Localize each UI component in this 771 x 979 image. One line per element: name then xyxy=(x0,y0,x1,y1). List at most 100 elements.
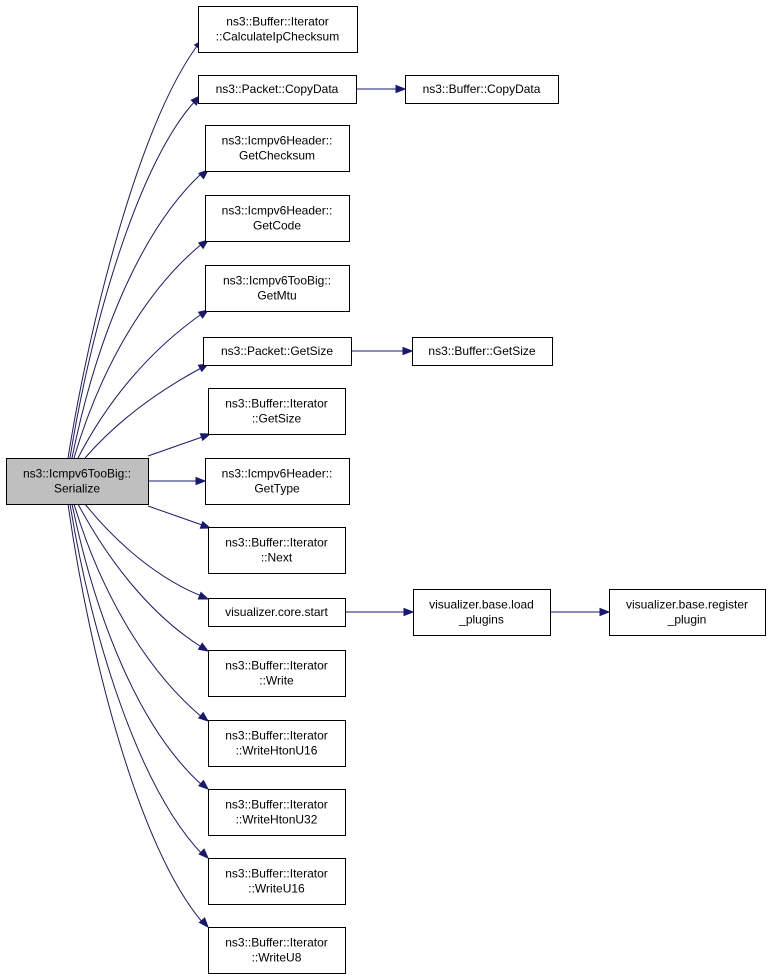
node-box[interactable] xyxy=(208,720,346,767)
edge-line xyxy=(67,41,201,459)
node-label: ns3::Icmpv6Header:: xyxy=(222,134,333,148)
node-buffer-copydata[interactable]: ns3::Buffer::CopyData xyxy=(405,75,559,104)
arrowhead xyxy=(198,917,209,929)
node-box[interactable] xyxy=(412,337,553,366)
edge-line xyxy=(69,99,197,459)
edge-root-to-get_checksum xyxy=(71,169,210,459)
node-box[interactable] xyxy=(205,195,350,242)
node-label: ns3::Icmpv6Header:: xyxy=(222,204,333,218)
node-box[interactable] xyxy=(205,125,350,172)
edge-line xyxy=(77,312,204,459)
node-get-checksum[interactable]: ns3::Icmpv6Header::GetChecksum xyxy=(205,125,350,172)
edge-root-to-packet_copydata xyxy=(69,94,201,459)
node-viz-core-start[interactable]: visualizer.core.start xyxy=(208,598,346,627)
edge-line xyxy=(73,242,204,459)
node-packet-getsize[interactable]: ns3::Packet::GetSize xyxy=(203,337,352,366)
node-label: Serialize xyxy=(54,482,100,496)
edge-packet_copydata-to-buffer_copydata xyxy=(356,84,407,94)
node-box[interactable] xyxy=(208,527,346,574)
edge-root-to-get_code xyxy=(73,239,210,459)
node-label: GetCode xyxy=(253,219,301,233)
node-viz-load-plugins[interactable]: visualizer.base.load_plugins xyxy=(413,589,551,636)
node-box[interactable] xyxy=(208,650,346,697)
node-root[interactable]: ns3::Icmpv6TooBig::Serialize xyxy=(6,458,149,505)
node-packet-copydata[interactable]: ns3::Packet::CopyData xyxy=(198,75,357,104)
node-label: ns3::Buffer::Iterator xyxy=(225,798,328,812)
edge-root-to-write_htonu32 xyxy=(71,503,210,790)
node-iterator-getsize[interactable]: ns3::Buffer::Iterator::GetSize xyxy=(208,388,346,435)
node-write-htonu16[interactable]: ns3::Buffer::Iterator::WriteHtonU16 xyxy=(208,720,346,767)
node-label: ns3::Packet::GetSize xyxy=(221,344,333,358)
edge-line xyxy=(71,503,204,787)
node-label: visualizer.base.register xyxy=(626,598,748,612)
edge-root-to-viz_core_start xyxy=(84,503,210,600)
node-box[interactable] xyxy=(413,589,551,636)
edge-root-to-iterator_getsize xyxy=(147,433,212,457)
node-label: ::Write xyxy=(259,674,294,688)
node-label: ns3::Packet::CopyData xyxy=(216,82,339,96)
arrowhead xyxy=(197,591,210,600)
edge-root-to-iterator_next xyxy=(147,505,212,529)
edge-line xyxy=(147,435,206,457)
node-box[interactable] xyxy=(609,589,766,636)
edge-root-to-get_type xyxy=(148,476,207,486)
node-write-htonu32[interactable]: ns3::Buffer::Iterator::WriteHtonU32 xyxy=(208,789,346,836)
node-label: ::WriteU16 xyxy=(248,882,305,896)
arrowhead xyxy=(197,239,210,250)
node-label: ::WriteHtonU32 xyxy=(236,813,318,827)
node-label: _plugins xyxy=(458,613,504,627)
node-label: visualizer.base.load xyxy=(429,598,534,612)
edge-packet_getsize-to-buffer_getsize xyxy=(351,346,414,356)
node-label: ns3::Buffer::Iterator xyxy=(225,936,328,950)
arrowhead xyxy=(402,346,414,356)
arrowhead xyxy=(198,848,209,859)
node-box[interactable] xyxy=(208,388,346,435)
node-get-code[interactable]: ns3::Icmpv6Header::GetCode xyxy=(205,195,350,242)
node-box[interactable] xyxy=(208,789,346,836)
node-get-mtu[interactable]: ns3::Icmpv6TooBig::GetMtu xyxy=(205,265,350,312)
node-calc-ip-checksum[interactable]: ns3::Buffer::Iterator::CalculateIpChecks… xyxy=(198,6,358,53)
node-label: ns3::Icmpv6Header:: xyxy=(222,467,333,481)
edge-root-to-write_u8 xyxy=(67,503,209,929)
node-box[interactable] xyxy=(198,6,358,53)
arrowhead xyxy=(195,476,207,486)
node-get-type[interactable]: ns3::Icmpv6Header::GetType xyxy=(205,458,350,505)
arrowhead xyxy=(198,779,210,790)
node-box[interactable] xyxy=(205,265,350,312)
node-box[interactable] xyxy=(6,458,149,505)
node-box[interactable] xyxy=(405,75,559,104)
node-label: ns3::Buffer::Iterator xyxy=(225,729,328,743)
node-viz-register-plugin[interactable]: visualizer.base.register_plugin xyxy=(609,589,766,636)
edge-line xyxy=(147,505,206,527)
node-label: ns3::Buffer::Iterator xyxy=(225,659,328,673)
node-box[interactable] xyxy=(208,598,346,627)
arrowhead xyxy=(395,84,407,94)
node-box[interactable] xyxy=(205,458,350,505)
node-label: ::GetSize xyxy=(252,412,302,426)
node-label: GetType xyxy=(254,482,300,496)
node-write-u8[interactable]: ns3::Buffer::Iterator::WriteU8 xyxy=(208,927,346,974)
node-buffer-getsize[interactable]: ns3::Buffer::GetSize xyxy=(412,337,553,366)
node-iterator-next[interactable]: ns3::Buffer::Iterator::Next xyxy=(208,527,346,574)
node-label: ns3::Buffer::Iterator xyxy=(225,397,328,411)
node-box[interactable] xyxy=(208,927,346,974)
nodes-layer: ns3::Icmpv6TooBig::Serializens3::Buffer:… xyxy=(6,6,766,974)
node-label: ns3::Icmpv6TooBig:: xyxy=(223,274,331,288)
arrowhead xyxy=(199,433,212,442)
edge-viz_core_start-to-viz_load_plugins xyxy=(345,607,415,617)
node-box[interactable] xyxy=(198,75,357,104)
edge-line xyxy=(67,503,204,924)
node-label: ns3::Buffer::Iterator xyxy=(225,867,328,881)
node-box[interactable] xyxy=(208,858,346,905)
edge-line xyxy=(73,503,204,719)
arrowhead xyxy=(197,642,210,652)
edge-root-to-calc_ip_checksum xyxy=(67,38,204,459)
edge-viz_load_plugins-to-viz_register_plugin xyxy=(550,607,611,617)
node-iterator-write[interactable]: ns3::Buffer::Iterator::Write xyxy=(208,650,346,697)
edge-root-to-iterator_write xyxy=(77,503,210,652)
node-box[interactable] xyxy=(203,337,352,366)
node-write-u16[interactable]: ns3::Buffer::Iterator::WriteU16 xyxy=(208,858,346,905)
edge-line xyxy=(77,503,204,649)
node-label: ns3::Buffer::CopyData xyxy=(423,82,541,96)
edge-line xyxy=(84,503,205,598)
